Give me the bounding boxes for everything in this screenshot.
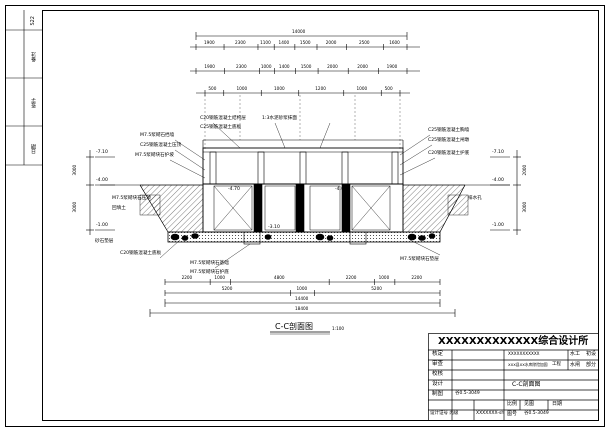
annotation-5: M7.5浆砌块石护坡	[135, 153, 174, 158]
bottom-row2-dim-label-1: 1000	[296, 286, 308, 291]
tb-phase: 初设	[586, 351, 597, 357]
top-row1-dim-label-0: 1900	[204, 40, 215, 45]
annotation-11: M7.5浆砌块石垫层	[400, 257, 439, 262]
annotation-4: C25钢筋混凝土压顶	[140, 143, 182, 148]
annotation-9: M7.5浆砌块石基础	[190, 261, 229, 266]
tb-cert-value: XXXXXXX-sh	[476, 411, 505, 416]
tb-draw-value: 谷0.5-3049	[455, 391, 480, 396]
tb-sheet-value: 谷0.5-3049	[524, 411, 549, 416]
section-drawing	[86, 32, 521, 335]
annotation-0: C20钢筋混凝土结构层	[200, 116, 246, 121]
annotation-13: 排水孔	[468, 196, 482, 201]
company-name: XXXXXXXXXXXXX综合设计所	[438, 336, 589, 347]
top-row2-dim-label-7: 1900	[386, 64, 398, 69]
top-row2-dim-label-5: 2000	[327, 64, 338, 69]
tb-check: 校核	[432, 371, 444, 377]
top-row3-dim-label-3: 1200	[315, 86, 326, 91]
tb-project-stage: 工程	[552, 362, 561, 367]
vdim-right-0: 2000	[522, 164, 528, 176]
annotation-1: C25钢筋混凝土底板	[200, 125, 242, 130]
top-row2-dim-label-4: 1500	[300, 64, 312, 69]
bottom-outer-dim: 18400	[295, 306, 309, 311]
bottom-row1-dim-label-5: 2200	[411, 275, 423, 280]
tb-discipline: 水工	[570, 351, 581, 357]
tb-scale-value: 见图	[524, 401, 535, 407]
level-right-1: -4.00	[492, 178, 504, 183]
level-right-2: -1.00	[492, 223, 504, 228]
top-row2-dim-label-1: 2300	[235, 64, 247, 69]
level-center-1: -4.00	[335, 187, 347, 192]
annotation-12: 砂石垫层	[95, 239, 114, 244]
outer-frame	[5, 5, 605, 427]
vdim-left-1: 3000	[72, 201, 78, 213]
tb-scale-label: 比例	[507, 401, 518, 407]
bottom-row1-dim-label-2: 4800	[273, 275, 285, 280]
top-row3-dim-label-1: 1000	[236, 86, 248, 91]
level-center-0: -4.70	[228, 187, 240, 192]
tb-approve: 核定	[432, 351, 444, 357]
tb-draw: 制图	[432, 391, 444, 397]
top-row3-dim-label-2: 1000	[274, 86, 285, 91]
bottom-row2-dim-label-2: 5200	[371, 286, 382, 291]
bottom-overall-dim: 14400	[295, 296, 309, 301]
top-row3-dim-label-5: 500	[384, 86, 393, 91]
level-left-0: -7.10	[96, 150, 108, 155]
bottom-row2-dim-label-0: 5200	[221, 286, 233, 291]
top-overall-dim: 14000	[292, 29, 306, 34]
top-row1-dim-label-7: 1600	[389, 40, 400, 45]
top-row2-dim-label-6: 2000	[357, 64, 368, 69]
top-row1-dim-label-5: 2000	[325, 40, 337, 45]
level-right-0: -7.10	[492, 150, 504, 155]
top-row1-dim-label-3: 1400	[278, 40, 290, 45]
annotation-8: C20钢筋混凝土底板	[120, 251, 162, 256]
annotation-7: 回填土	[112, 206, 126, 211]
bottom-row1-dim-label-4: 1000	[378, 275, 390, 280]
tb-design: 设计	[432, 381, 444, 387]
vdim-left-0: 3000	[72, 164, 78, 176]
annotation-15: C25钢筋混凝土闸墩	[428, 138, 470, 143]
bottom-row1-dim-label-3: 2200	[345, 275, 357, 280]
annotation-6: M7.5浆砌块石压顶	[112, 196, 151, 201]
tb-sheet-label: 图号	[507, 411, 518, 417]
annotation-2: 1:3水泥砂浆抹面	[262, 116, 297, 121]
top-row3-dim-label-4: 1000	[356, 86, 368, 91]
annotation-3: M7.5浆砌石挡墙	[140, 133, 175, 138]
level-left-2: -1.00	[96, 223, 108, 228]
top-row2-dim-label-0: 1900	[204, 64, 215, 69]
inner-frame	[42, 10, 599, 421]
tb-part-suffix: 部分	[586, 362, 597, 368]
tb-cert-label: 设计证号 丙级	[430, 411, 459, 416]
tb-project-1: XXXXXXXXXXX	[508, 351, 540, 356]
bottom-row1-dim-label-1: 1000	[214, 275, 226, 280]
title-block	[428, 333, 599, 421]
annotation-16: C20钢筋混凝土护底	[428, 151, 470, 156]
top-row3-dim-label-0: 500	[208, 86, 217, 91]
tb-review: 审查	[432, 361, 444, 367]
top-row2-dim-label-2: 1000	[260, 64, 272, 69]
level-center-2: -3.10	[268, 225, 280, 230]
top-row1-dim-label-6: 2500	[358, 40, 370, 45]
tb-date-label: 日期	[552, 401, 563, 407]
annotation-10: M7.5浆砌块石护底	[190, 270, 229, 275]
top-row1-dim-label-2: 1100	[260, 40, 271, 45]
top-row2-dim-label-3: 1400	[278, 64, 290, 69]
tb-project-2: XXX县XX水库除险加固	[508, 362, 548, 367]
tb-drawing-name: C-C剖面图	[512, 381, 541, 388]
tb-part: 水闸	[570, 362, 581, 368]
annotation-14: C25钢筋混凝土胸墙	[428, 128, 470, 133]
top-row1-dim-label-1: 2300	[235, 40, 246, 45]
top-row1-dim-label-4: 1500	[299, 40, 311, 45]
section-scale: 1:100	[332, 326, 345, 331]
bottom-row1-dim-label-0: 2200	[181, 275, 193, 280]
section-title: C-C剖面图	[275, 322, 314, 331]
left-strip	[5, 10, 42, 166]
vdim-right-1: 3000	[522, 201, 528, 213]
level-left-1: -4.00	[96, 178, 108, 183]
